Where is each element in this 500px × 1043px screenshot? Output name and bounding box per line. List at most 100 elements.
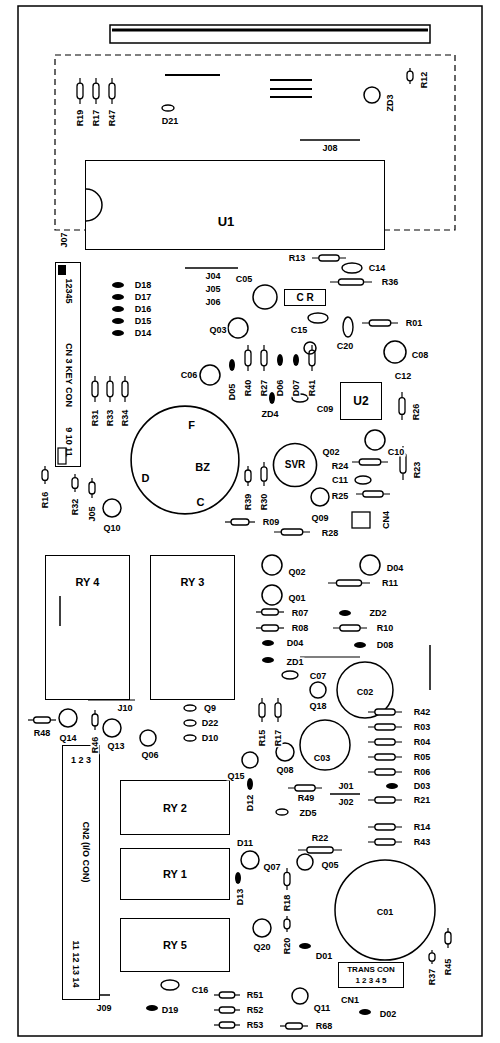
part-label: D05 bbox=[228, 383, 237, 402]
relay-box: RY 3 bbox=[150, 555, 235, 700]
part-label: C10 bbox=[387, 448, 406, 457]
part-label: R46 bbox=[91, 736, 100, 755]
node-text: C bbox=[196, 496, 204, 507]
diode-symbol bbox=[299, 943, 311, 949]
resistor-symbol bbox=[261, 467, 267, 481]
part-label: Q03 bbox=[208, 326, 227, 335]
connector-box: 12345CN 3 KEY CON9 10 11 bbox=[55, 262, 81, 467]
part-label: R20 bbox=[283, 937, 292, 956]
part-label: C01 bbox=[376, 908, 395, 917]
relay-box: RY 1 bbox=[120, 848, 230, 900]
diode-symbol bbox=[112, 318, 124, 324]
component-symbol bbox=[355, 476, 371, 484]
part-label: C12 bbox=[394, 372, 413, 381]
part-label: C15 bbox=[290, 326, 309, 335]
part-label: R22 bbox=[311, 834, 330, 843]
part-label: Q9 bbox=[203, 704, 217, 713]
part-label: R36 bbox=[381, 278, 400, 287]
node-text: D bbox=[141, 472, 149, 483]
part-label: R04 bbox=[413, 738, 432, 747]
resistor-symbol bbox=[375, 824, 395, 830]
part-label: Q02 bbox=[287, 568, 306, 577]
part-label: R21 bbox=[413, 796, 432, 805]
ic-outline: U1 bbox=[85, 160, 385, 250]
resistor-symbol bbox=[407, 71, 413, 81]
node-text: F bbox=[188, 419, 195, 430]
part-label: Q06 bbox=[140, 751, 159, 760]
resistor-symbol bbox=[375, 709, 395, 715]
part-label: C03 bbox=[313, 754, 332, 763]
capacitor-symbol bbox=[292, 988, 308, 1004]
component-symbol bbox=[342, 263, 362, 273]
diode-symbol bbox=[112, 282, 124, 288]
node-text: SVR bbox=[285, 460, 306, 470]
relay-box: RY 4 bbox=[45, 555, 130, 700]
diode-symbol bbox=[277, 354, 283, 366]
resistor-symbol bbox=[295, 785, 315, 791]
part-label: R25 bbox=[331, 492, 350, 501]
silk-mark bbox=[270, 96, 312, 98]
part-label: D06 bbox=[276, 379, 285, 398]
display-bar bbox=[110, 25, 430, 43]
part-label: R41 bbox=[308, 379, 317, 398]
part-label: R11 bbox=[381, 579, 399, 588]
resistor-symbol bbox=[340, 625, 360, 631]
node-text: RY 5 bbox=[163, 940, 187, 951]
resistor-symbol bbox=[375, 739, 395, 745]
part-label: R08 bbox=[291, 624, 310, 633]
component-symbols bbox=[28, 68, 451, 1029]
diode-symbol bbox=[235, 872, 241, 884]
connector-tab bbox=[58, 448, 66, 464]
diode-symbol bbox=[146, 1005, 158, 1011]
part-label: J01 bbox=[337, 782, 354, 791]
relay-mark bbox=[59, 596, 61, 626]
part-label: Q07 bbox=[262, 863, 281, 872]
capacitor-symbol bbox=[310, 682, 326, 698]
resistor-symbol bbox=[219, 1022, 235, 1028]
capacitor-symbol bbox=[364, 87, 380, 103]
part-label: D14 bbox=[134, 329, 153, 338]
capacitor-symbol bbox=[335, 860, 435, 960]
resistor-symbol bbox=[336, 580, 361, 586]
diode-symbol bbox=[293, 354, 299, 366]
circle-outline bbox=[131, 406, 239, 514]
resistor-symbol bbox=[429, 953, 435, 961]
diode-symbol bbox=[262, 657, 274, 663]
part-label: D02 bbox=[379, 1010, 398, 1019]
resistor-symbol bbox=[107, 381, 113, 397]
part-label: D15 bbox=[134, 317, 153, 326]
part-label: Q08 bbox=[275, 766, 294, 775]
node-text: C R bbox=[296, 293, 313, 303]
part-label: C02 bbox=[356, 688, 375, 697]
part-label: Q18 bbox=[308, 702, 327, 711]
part-label: Q02 bbox=[321, 448, 340, 457]
resistor-symbol bbox=[359, 459, 381, 465]
diode-symbol bbox=[112, 294, 124, 300]
component-symbol bbox=[276, 809, 288, 815]
part-label: D03 bbox=[413, 782, 432, 791]
ic-box: U2 bbox=[340, 382, 382, 420]
component-symbol bbox=[343, 317, 353, 337]
relay-box: RY 5 bbox=[120, 918, 230, 972]
buzzer-outline: BZFDC bbox=[130, 405, 240, 515]
resistor-symbol bbox=[34, 717, 51, 723]
part-label: R14 bbox=[413, 823, 432, 832]
part-label: R42 bbox=[413, 708, 432, 717]
part-label: R01 bbox=[405, 319, 424, 328]
node-text: 1 2 3 bbox=[71, 756, 91, 765]
part-label: C20 bbox=[336, 342, 355, 351]
part-label: D11 bbox=[236, 839, 254, 848]
part-label: R40 bbox=[244, 379, 253, 398]
part-label: D04 bbox=[286, 639, 305, 648]
resistor-symbol bbox=[284, 872, 290, 885]
part-label: D18 bbox=[134, 281, 153, 290]
resistor-symbol bbox=[445, 932, 451, 944]
diode-symbol bbox=[247, 778, 253, 790]
part-label: R18 bbox=[283, 894, 292, 913]
part-label: Q13 bbox=[106, 742, 125, 751]
component-symbol bbox=[184, 720, 196, 726]
relay-box: RY 2 bbox=[120, 780, 230, 835]
resistor-symbol bbox=[245, 470, 251, 482]
resistor-symbol bbox=[72, 478, 78, 489]
